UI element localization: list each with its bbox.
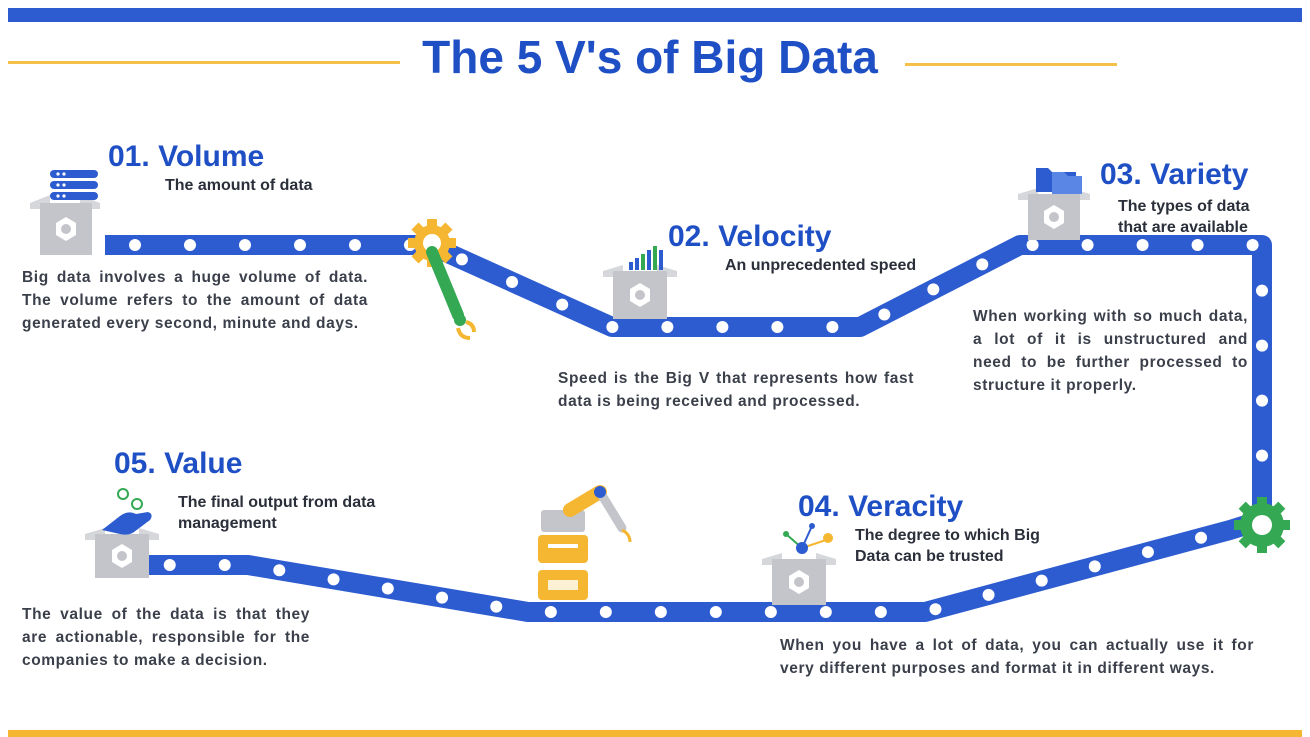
step-velocity-subtitle: An unprecedented speed — [725, 257, 917, 274]
belt-dot — [1256, 394, 1268, 407]
belt-dot — [544, 606, 557, 618]
belt-dot — [294, 239, 306, 251]
box-icon — [30, 195, 100, 255]
belt-dot — [976, 258, 989, 271]
step-volume-heading: 01. Volume — [108, 140, 264, 174]
belt-dot — [599, 606, 612, 618]
belt-dot — [349, 239, 361, 251]
step-value-heading: 05. Value — [114, 447, 242, 481]
belt-dot — [1141, 546, 1154, 559]
step-velocity-description: Speed is the Big V that represents how f… — [558, 370, 914, 410]
step-number: 02. — [668, 220, 710, 253]
belt-dot — [184, 239, 196, 251]
belt-dot — [709, 606, 722, 618]
step-name: Variety — [1150, 158, 1249, 191]
step-name: Velocity — [718, 220, 832, 253]
gear-icon — [1234, 497, 1290, 553]
belt-dot — [273, 564, 286, 577]
step-variety-description: When working with so much data, a lot of… — [973, 308, 1248, 394]
box-icon — [85, 528, 159, 578]
belt-dot — [1191, 239, 1204, 251]
belt-dot — [819, 606, 832, 618]
box-icon — [1018, 188, 1090, 240]
robot-arm-icon — [426, 246, 476, 340]
step-veracity-heading: 04. Veracity — [798, 490, 963, 524]
belt-dot — [163, 559, 176, 571]
belt-dot — [490, 600, 503, 613]
belt-dot — [826, 321, 839, 333]
step-volume-subtitle: The amount of data — [165, 177, 313, 194]
step-velocity-heading: 02. Velocity — [668, 220, 831, 254]
belt-dot — [1256, 449, 1268, 462]
bar-chart-icon — [629, 246, 663, 270]
belt-dot — [878, 308, 891, 321]
belt-dot — [982, 588, 995, 601]
step-number: 05. — [114, 447, 156, 480]
step-veracity-description: When you have a lot of data, you can act… — [780, 637, 1254, 677]
server-icon — [50, 170, 98, 200]
belt-dot — [129, 239, 141, 251]
belt-dot — [1195, 531, 1208, 544]
step-variety-heading: 03. Variety — [1100, 158, 1248, 192]
robot-arm-icon — [538, 485, 632, 600]
network-nodes-icon — [783, 523, 833, 554]
bottom-border — [8, 730, 1302, 737]
belt-dot — [506, 275, 519, 288]
belt-dot — [929, 603, 942, 616]
top-border — [8, 8, 1302, 22]
belt-dot — [1256, 284, 1268, 297]
step-volume-description: Big data involves a huge volume of data.… — [22, 269, 368, 332]
step-variety-subtitle: The types of data that are available — [1118, 198, 1250, 236]
gear-icon — [408, 219, 456, 267]
belt-dot — [661, 321, 674, 333]
belt-dot — [1088, 560, 1101, 573]
title-line-left — [8, 61, 400, 64]
box-icon — [762, 553, 836, 605]
belt-dot — [218, 559, 231, 571]
belt-dot — [239, 239, 251, 251]
belt-dot — [381, 582, 394, 595]
belt-dot — [1246, 239, 1259, 251]
hand-coins-icon — [102, 488, 152, 535]
step-number: 01. — [108, 140, 150, 173]
step-name: Value — [164, 447, 243, 480]
page-title: The 5 V's of Big Data — [422, 31, 878, 83]
belt-dot — [874, 606, 887, 618]
step-value-description: The value of the data is that they are a… — [22, 606, 310, 669]
box-icon — [603, 265, 677, 319]
belt-dot — [771, 321, 784, 333]
belt-dot — [556, 298, 569, 311]
step-value-subtitle: The final output from data management — [178, 494, 376, 532]
belt-dot — [606, 321, 619, 333]
step-number: 03. — [1100, 158, 1142, 191]
step-number: 04. — [798, 490, 840, 523]
belt-dot — [927, 283, 940, 296]
step-veracity-subtitle: The degree to which Big Data can be trus… — [855, 527, 1040, 565]
belt-dot — [455, 253, 468, 266]
belt-dot — [1256, 339, 1268, 352]
belt-dots — [129, 239, 1268, 618]
belt-dot — [436, 591, 449, 604]
belt-dot — [1035, 574, 1048, 587]
belt-dot — [764, 606, 777, 618]
step-name: Veracity — [848, 490, 964, 523]
belt-dot — [327, 573, 340, 586]
step-name: Volume — [158, 140, 265, 173]
belt-dot — [1136, 239, 1149, 251]
belt-dot — [1026, 239, 1039, 251]
belt-dot — [1081, 239, 1094, 251]
title-line-right — [905, 63, 1117, 66]
folders-icon — [1036, 168, 1082, 194]
belt-dot — [716, 321, 729, 333]
belt-dot — [654, 606, 667, 618]
